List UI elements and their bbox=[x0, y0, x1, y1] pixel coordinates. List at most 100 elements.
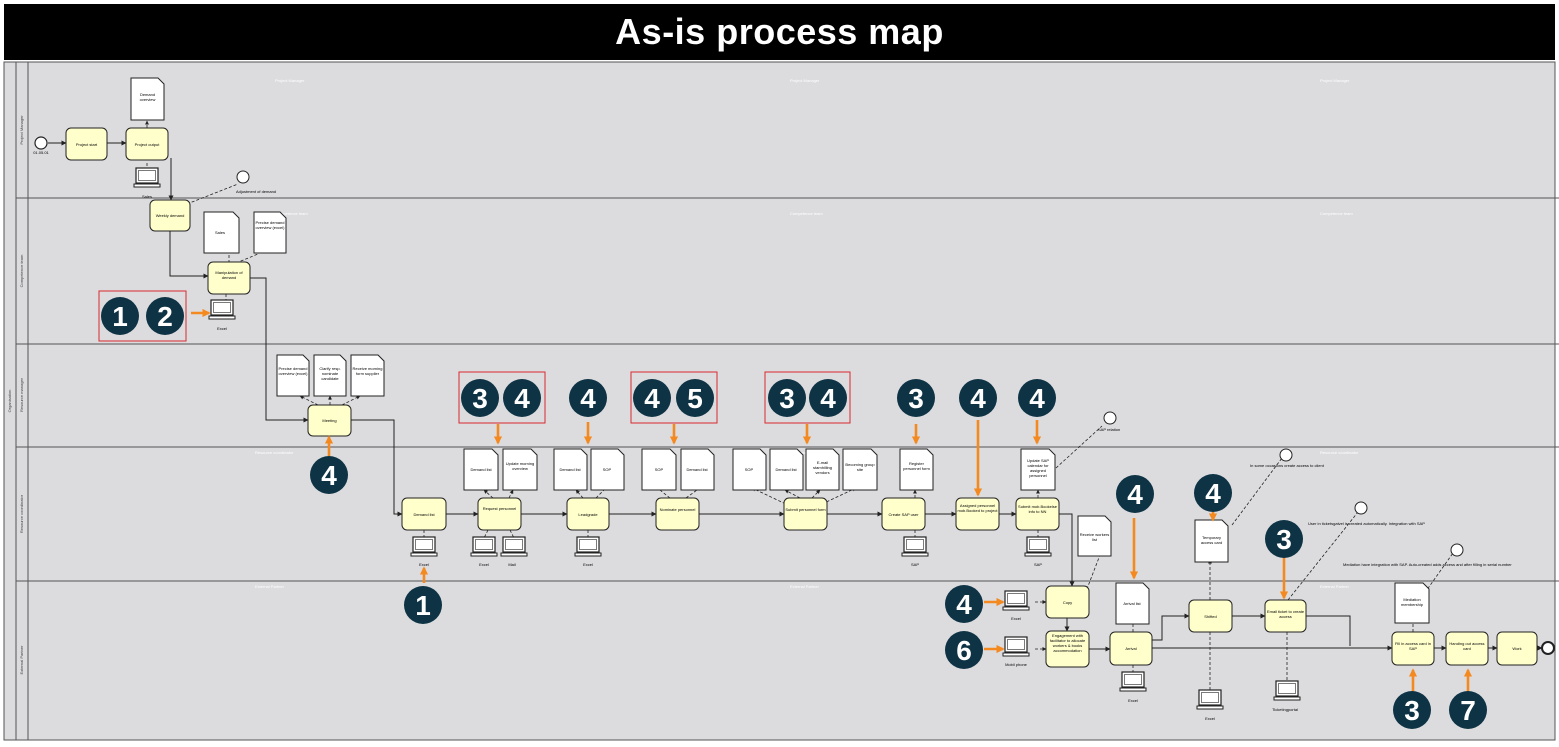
system-label: SAP bbox=[1034, 562, 1042, 567]
doc-label: Arrival list bbox=[1123, 601, 1141, 606]
some-cases-label: In some occasions create access to clien… bbox=[1250, 463, 1325, 468]
annotation-event bbox=[236, 170, 250, 184]
doc-label: Receive workers list bbox=[1079, 532, 1110, 542]
computer-icon: Excel bbox=[574, 536, 602, 567]
task-leadgrade[interactable]: Leadgrade bbox=[566, 497, 610, 531]
doc-demand-list-2: Demand list bbox=[553, 448, 588, 491]
task-label: Nominate personnel bbox=[659, 507, 696, 512]
doc-label: Demand list bbox=[686, 467, 708, 472]
computer-icon: SAP bbox=[1024, 536, 1052, 567]
task-label: Create SAP user bbox=[889, 512, 920, 517]
lane-watermark: Project Manager bbox=[790, 78, 820, 83]
task-submit-personnel[interactable]: Submit personnel form bbox=[783, 497, 828, 531]
svg-text:6: 6 bbox=[956, 635, 972, 666]
task-demand-list[interactable]: Demand list bbox=[401, 497, 447, 531]
system-label: Excel bbox=[1011, 616, 1021, 621]
system-label: Mobil phone bbox=[1005, 662, 1028, 667]
svg-text:3: 3 bbox=[1276, 524, 1292, 555]
badge: 7 bbox=[1449, 691, 1487, 729]
doc-receive-workers: Receive workers list bbox=[1077, 515, 1112, 557]
task-assigned-personnel[interactable]: Assigned personnel mob.Booked to project bbox=[955, 497, 1000, 531]
task-engagement[interactable]: Engagement with facilitator to allocate … bbox=[1045, 630, 1090, 668]
badge: 1 bbox=[101, 297, 139, 335]
system-label: SAP bbox=[911, 562, 919, 567]
task-label: Submit mob.Bookelse info to NN bbox=[1018, 504, 1057, 514]
task-label: Submit personnel form bbox=[785, 507, 826, 512]
task-shifted[interactable]: Shifted bbox=[1188, 599, 1233, 633]
badge: 3 bbox=[1393, 691, 1431, 729]
svg-text:4: 4 bbox=[1029, 383, 1045, 414]
task-label: Request personnel bbox=[482, 506, 517, 511]
user-ticket-label: User in ticketsgatvel is created automat… bbox=[1308, 521, 1425, 526]
svg-text:4: 4 bbox=[321, 460, 337, 491]
svg-text:3: 3 bbox=[908, 383, 924, 414]
system-label: Excel bbox=[1205, 716, 1215, 721]
svg-text:2: 2 bbox=[157, 301, 173, 332]
pool-label: Organisation bbox=[7, 390, 12, 413]
svg-text:4: 4 bbox=[1127, 479, 1143, 510]
doc-becoming-group: Becoming group site bbox=[842, 448, 878, 491]
doc-update-morning: Update morning overview bbox=[502, 448, 538, 491]
task-meeting[interactable]: Meeting bbox=[307, 404, 352, 437]
task-project-output[interactable]: Project output bbox=[125, 127, 169, 161]
doc-label: Sales bbox=[215, 230, 225, 235]
task-label: Handing out access card bbox=[1449, 641, 1485, 651]
task-create-sap-user[interactable]: Create SAP user bbox=[881, 497, 926, 531]
svg-text:4: 4 bbox=[514, 383, 530, 414]
system-label: Excel bbox=[583, 562, 593, 567]
adjustment-label: Adjustment of demand bbox=[236, 189, 276, 194]
task-nominate[interactable]: Nominate personnel bbox=[655, 497, 700, 531]
lane-watermark: Project Manager bbox=[1320, 78, 1350, 83]
task-work[interactable]: Work bbox=[1496, 631, 1538, 666]
annotation-event bbox=[1103, 411, 1117, 425]
doc-label: SOP bbox=[655, 467, 664, 472]
task-email-ticket[interactable]: Email ticket to create access bbox=[1264, 599, 1307, 633]
task-request-personnel[interactable]: Request personnel bbox=[477, 497, 522, 531]
system-label: Mail bbox=[508, 562, 515, 567]
doc-update-sap: Update SAP calendar for assigned personn… bbox=[1020, 448, 1056, 491]
svg-text:5: 5 bbox=[687, 383, 703, 414]
doc-receive-morning: Receive morning form supplier bbox=[350, 354, 385, 397]
doc-label: Precise demand overview (excel) bbox=[278, 366, 308, 376]
svg-text:4: 4 bbox=[956, 589, 972, 620]
doc-demand-overview: Demand overview bbox=[130, 77, 165, 121]
badge: 2 bbox=[146, 297, 184, 335]
lane-watermark: External Partner bbox=[1320, 584, 1350, 589]
lane-watermark: Competence team bbox=[790, 211, 823, 216]
computer-icon: Excel bbox=[1002, 590, 1030, 621]
computer-icon: Mobil phone bbox=[1002, 636, 1030, 667]
lane-watermark: External Partner bbox=[255, 584, 285, 589]
lane-label-project-manager: Project Manager bbox=[19, 115, 24, 145]
doc-sop: SOP bbox=[590, 448, 625, 491]
svg-text:7: 7 bbox=[1460, 695, 1476, 726]
computer-icon: SAP bbox=[901, 536, 929, 567]
task-manipulation[interactable]: Manipulation of demand bbox=[207, 261, 251, 295]
computer-icon: Excel bbox=[470, 536, 498, 567]
task-label: Arrival bbox=[1125, 646, 1136, 651]
task-weekly-demand[interactable]: Weekly demand bbox=[149, 199, 191, 232]
start-event bbox=[34, 136, 48, 150]
task-submit-mobilisation[interactable]: Submit mob.Bookelse info to NN bbox=[1015, 497, 1060, 531]
svg-text:3: 3 bbox=[472, 383, 488, 414]
task-fill-access[interactable]: Fill in access card in SAP bbox=[1391, 631, 1435, 666]
doc-demand-list-4: Demand list bbox=[769, 448, 804, 491]
task-copy[interactable]: Copy bbox=[1045, 585, 1090, 619]
doc-email-stamhilling: E-mail stamhilling vendors bbox=[805, 448, 840, 491]
task-label: Email ticket to create access bbox=[1266, 609, 1305, 619]
task-label: Shifted bbox=[1204, 614, 1216, 619]
task-project-start[interactable]: Project start bbox=[65, 127, 108, 161]
highlight-boxes bbox=[98, 290, 851, 424]
doc-label: Demand list bbox=[559, 467, 581, 472]
doc-sop-3: SOP bbox=[732, 448, 767, 491]
system-label: Excel bbox=[217, 326, 227, 331]
doc-demand-list: Demand list bbox=[463, 448, 499, 491]
system-label: Excel bbox=[479, 562, 489, 567]
task-handing-access[interactable]: Handing out access card bbox=[1445, 631, 1489, 666]
badge: 3 bbox=[897, 379, 935, 417]
task-label: Project start bbox=[76, 142, 98, 147]
badge: 4 bbox=[945, 585, 983, 623]
title-bar: As-is process map bbox=[4, 4, 1555, 60]
task-arrival[interactable]: Arrival bbox=[1109, 631, 1153, 666]
lane-watermark: Competence team bbox=[1320, 211, 1353, 216]
doc-sop-2: SOP bbox=[641, 448, 677, 491]
